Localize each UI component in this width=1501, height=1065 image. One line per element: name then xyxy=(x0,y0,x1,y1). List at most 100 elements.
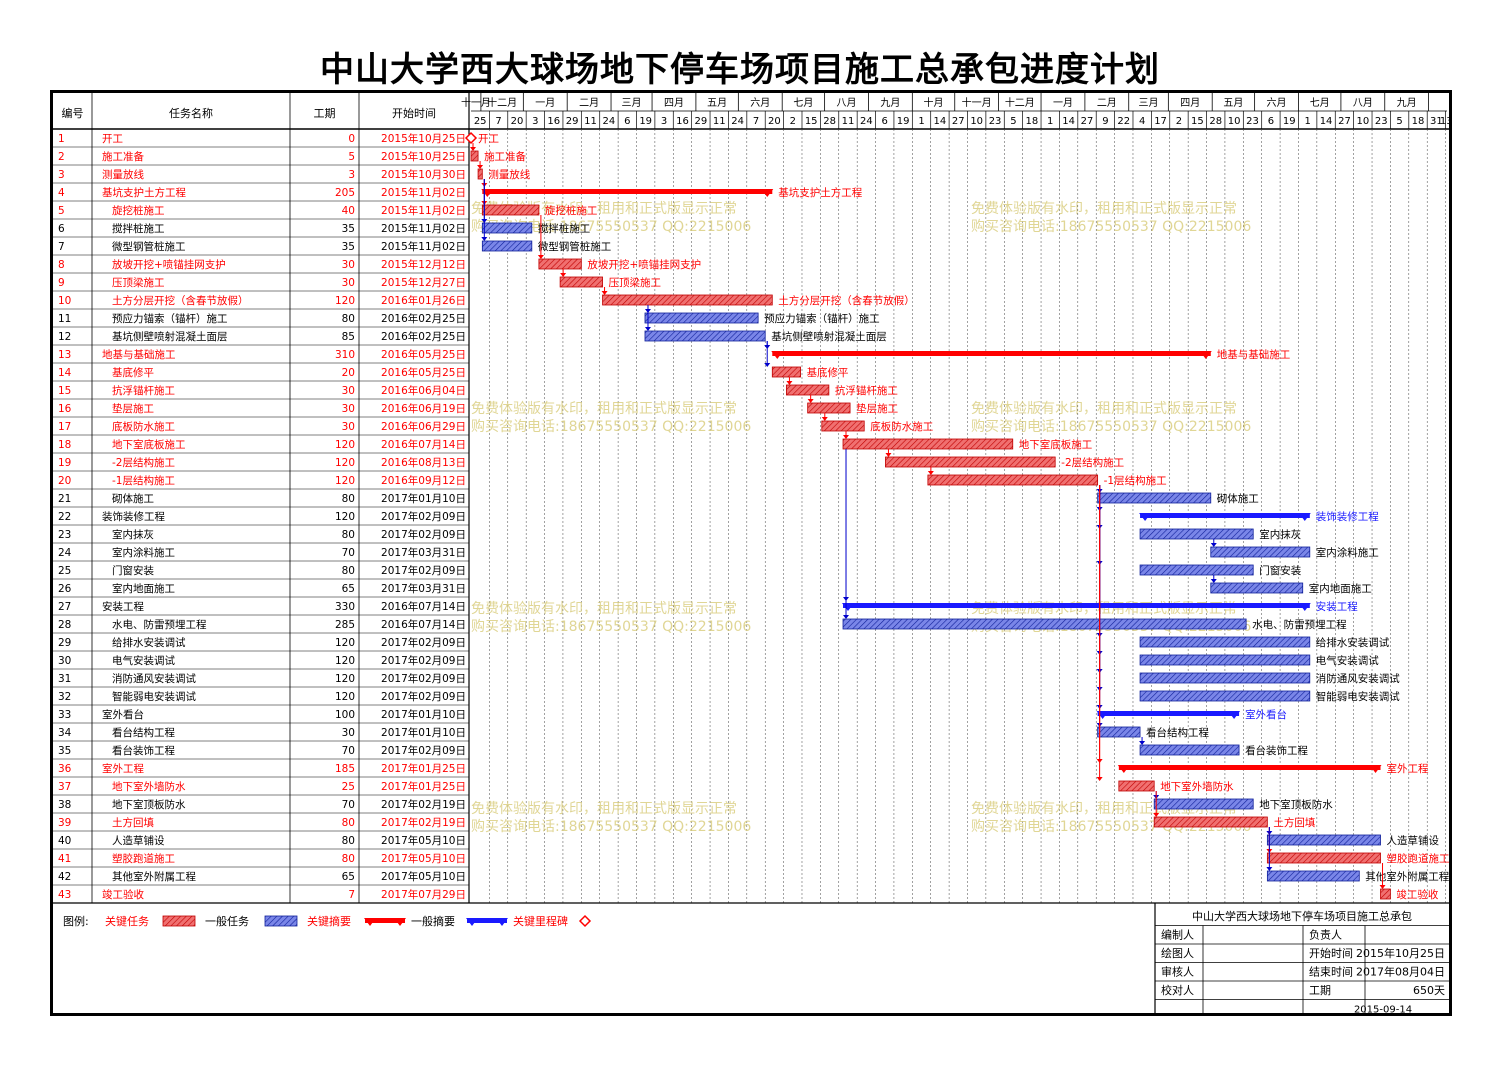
legend-critical-summary-swatch xyxy=(365,918,405,923)
bar-label: 室内地面施工 xyxy=(1309,582,1372,595)
month-label: 九月 xyxy=(1397,97,1417,109)
task-bar xyxy=(1153,798,1254,810)
row-start: 2017年02月09日 xyxy=(381,636,466,649)
bar-label: 基坑侧壁喷射混凝土面层 xyxy=(771,330,887,343)
bar-label: 地下室外墙防水 xyxy=(1160,780,1234,793)
summary-cap-start xyxy=(1139,513,1152,521)
row-id: 26 xyxy=(58,583,72,595)
tick-label: 28 xyxy=(823,116,836,127)
task-bar xyxy=(1210,546,1311,558)
row-start: 2016年06月29日 xyxy=(381,420,466,433)
task-bar xyxy=(1139,654,1311,666)
row-id: 7 xyxy=(58,241,65,253)
row-id: 2 xyxy=(58,151,65,163)
month-label: 八月 xyxy=(1353,97,1373,109)
bar-label: 给排水安装调试 xyxy=(1316,636,1390,649)
info-box-value: 2015年10月25日 xyxy=(1356,946,1445,960)
task-bar xyxy=(1266,834,1381,846)
row-id: 12 xyxy=(58,331,71,343)
row-task-name: -1层结构施工 xyxy=(112,474,175,487)
row-duration: 80 xyxy=(342,529,355,541)
row-start: 2015年11月02日 xyxy=(381,222,466,235)
month-label: 四月 xyxy=(1180,97,1200,109)
row-id: 37 xyxy=(58,781,71,793)
task-bar xyxy=(1097,492,1212,504)
task-bar xyxy=(885,456,1056,468)
row-start: 2016年05月25日 xyxy=(381,348,466,361)
month-label: 九月 xyxy=(880,97,900,109)
bar-label: 其他室外附属工程 xyxy=(1365,870,1449,883)
row-task-name: 塑胶跑道施工 xyxy=(112,852,175,865)
tick-label: 6 xyxy=(882,116,888,127)
row-duration: 5 xyxy=(348,151,355,163)
row-id: 40 xyxy=(58,835,71,847)
task-bar xyxy=(559,276,603,288)
row-duration: 70 xyxy=(342,547,355,559)
row-duration: 70 xyxy=(342,799,355,811)
column-header-id: 编号 xyxy=(62,106,84,120)
row-start: 2015年11月02日 xyxy=(381,204,466,217)
task-bar xyxy=(807,402,851,414)
row-duration: 120 xyxy=(335,457,355,469)
tick-label: 14 xyxy=(934,116,947,127)
dependency-arrow xyxy=(821,417,828,421)
bar-label: 压顶梁施工 xyxy=(609,276,662,289)
row-task-name: 旋挖桩施工 xyxy=(112,204,165,217)
row-start: 2015年11月02日 xyxy=(381,240,466,253)
row-duration: 30 xyxy=(342,385,355,397)
row-start: 2017年02月19日 xyxy=(381,816,466,829)
month-label: 二月 xyxy=(1097,97,1117,109)
tick-label: 11 xyxy=(713,116,726,127)
legend-normal-summary-swatch xyxy=(467,918,507,923)
row-duration: 70 xyxy=(342,745,355,757)
month-label: 二月 xyxy=(579,97,599,109)
dependency-arrow xyxy=(764,363,771,367)
tick-label: 15 xyxy=(805,116,818,127)
row-task-name: 室内地面施工 xyxy=(112,582,175,595)
row-task-name: 搅拌桩施工 xyxy=(112,222,165,235)
row-start: 2017年02月09日 xyxy=(381,672,466,685)
task-bar xyxy=(481,204,540,216)
row-task-name: 地下室外墙防水 xyxy=(112,780,186,793)
gantt-frame: 编号任务名称工期开始时间十一月十二月一月二月三月四月五月六月七月八月九月十月十一… xyxy=(50,90,1452,1016)
row-task-name: 开工 xyxy=(102,133,123,145)
tick-label: 18 xyxy=(1412,116,1425,127)
row-duration: 80 xyxy=(342,835,355,847)
dependency-arrow xyxy=(537,255,544,259)
row-duration: 205 xyxy=(335,187,355,199)
watermark-line1: 免费体验版有水印，租用和正式版显示正常 xyxy=(471,601,737,617)
tick-label: 20 xyxy=(511,116,524,127)
bar-label: 底板防水施工 xyxy=(870,420,933,433)
row-duration: 7 xyxy=(348,889,355,901)
row-id: 25 xyxy=(58,565,71,577)
row-duration: 40 xyxy=(342,205,355,217)
info-box-label: 审核人 xyxy=(1161,965,1194,979)
gantt-chart: 编号任务名称工期开始时间十一月十二月一月二月三月四月五月六月七月八月九月十月十一… xyxy=(53,93,1449,1013)
row-task-name: 抗浮锚杆施工 xyxy=(112,384,175,397)
tick-label: 6 xyxy=(624,116,630,127)
bar-label: 微型钢管桩施工 xyxy=(538,240,612,253)
row-start: 2017年02月09日 xyxy=(381,528,466,541)
summary-cap-end xyxy=(1298,603,1311,611)
task-bar xyxy=(1380,888,1391,900)
summary-bar xyxy=(1140,513,1310,518)
bar-label: 旋挖桩施工 xyxy=(545,204,598,217)
row-start: 2017年01月25日 xyxy=(381,762,466,775)
row-task-name: 室内涂料施工 xyxy=(112,546,175,559)
tick-label: 27 xyxy=(952,116,965,127)
legend-normal-summary-cap xyxy=(496,918,508,926)
tick-label: 18 xyxy=(1025,116,1038,127)
dependency-arrow xyxy=(1096,777,1103,781)
row-id: 36 xyxy=(58,763,72,775)
tick-label: 19 xyxy=(639,116,652,127)
tick-label: 22 xyxy=(1117,116,1130,127)
row-start: 2017年02月09日 xyxy=(381,690,466,703)
row-duration: 3 xyxy=(348,169,355,181)
bar-label: 施工准备 xyxy=(484,150,526,163)
bar-label: 人造草铺设 xyxy=(1387,834,1440,847)
task-bar xyxy=(1139,690,1311,702)
row-task-name: 施工准备 xyxy=(102,150,144,163)
info-box-label: 编制人 xyxy=(1161,928,1194,942)
month-label: 七月 xyxy=(793,97,813,109)
summary-cap-start xyxy=(771,351,784,359)
